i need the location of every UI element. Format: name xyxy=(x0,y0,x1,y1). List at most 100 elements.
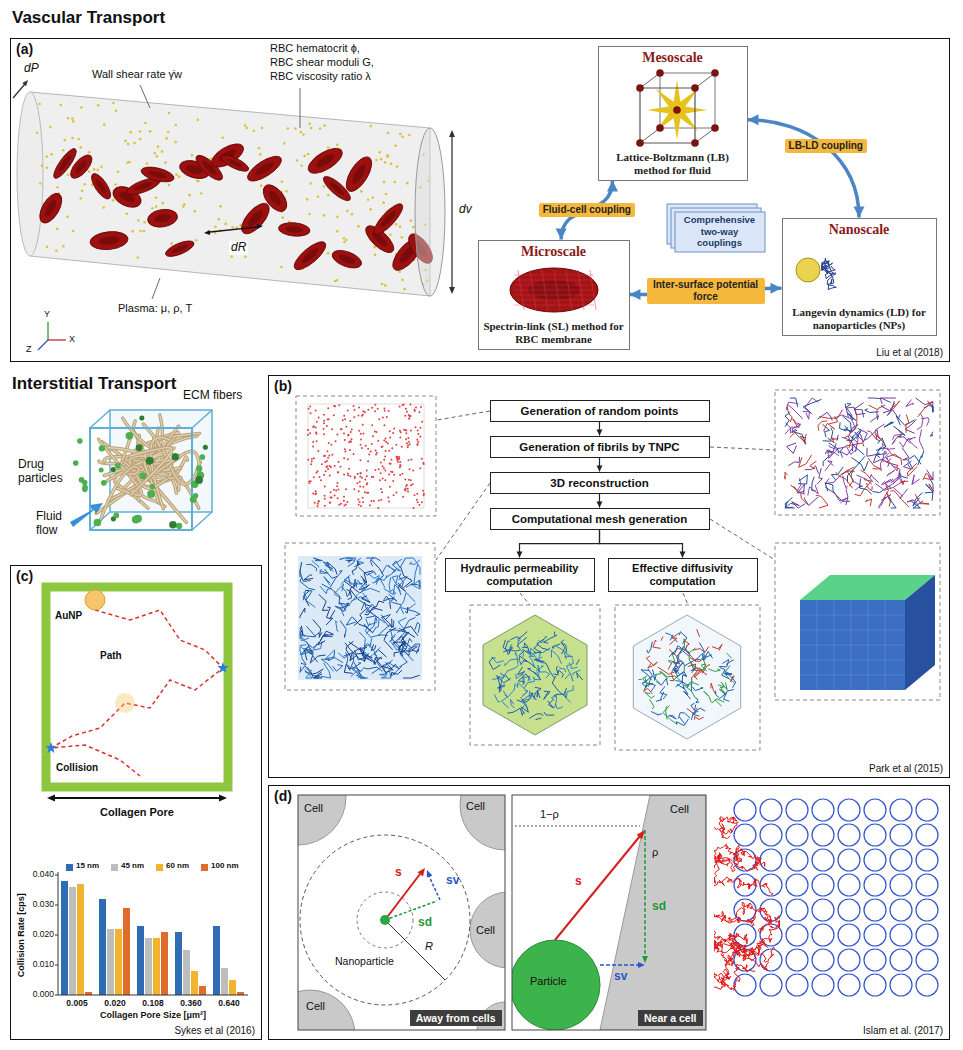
reconstructed-network xyxy=(306,626,319,636)
random-points xyxy=(329,502,331,504)
random-points xyxy=(389,436,391,438)
random-points xyxy=(324,461,326,463)
random-points xyxy=(377,408,379,410)
drug-particle xyxy=(139,415,144,420)
nanoparticle-dot xyxy=(146,162,149,165)
random-points xyxy=(348,468,350,470)
random-points xyxy=(346,501,348,503)
cell xyxy=(864,899,886,921)
permeability-result xyxy=(524,643,528,648)
random-points xyxy=(357,415,359,417)
nanoparticle-dot xyxy=(156,155,159,158)
reconstructed-network xyxy=(322,584,340,605)
red-blood-cell xyxy=(328,180,346,196)
reconstructed-network xyxy=(359,567,376,575)
cell xyxy=(760,799,782,821)
bar xyxy=(69,887,76,995)
collagen-pore xyxy=(46,587,228,787)
reconstructed-network xyxy=(328,651,334,661)
random-points xyxy=(345,426,347,428)
nanoparticle-dot xyxy=(112,199,115,202)
connector xyxy=(556,229,567,240)
red-blood-cell xyxy=(341,153,376,195)
diffusivity-result xyxy=(651,712,662,715)
bar xyxy=(145,938,152,995)
reconstructed-network xyxy=(381,671,390,678)
random-points xyxy=(412,483,414,485)
red-blood-cell xyxy=(246,208,265,229)
vector-label: sv xyxy=(614,970,627,984)
parameter-label: RBC shear moduli G, xyxy=(270,56,374,69)
box-text: Away from cells xyxy=(416,1012,496,1024)
random-points xyxy=(343,433,345,435)
random-points xyxy=(387,442,389,444)
ecm-cube xyxy=(70,410,212,530)
reconstructed-network xyxy=(306,564,316,571)
red-blood-cell xyxy=(94,178,107,194)
nanoparticle-dot xyxy=(194,210,197,213)
diffusivity-result xyxy=(645,692,655,698)
fibril-network xyxy=(925,484,933,493)
red-blood-cell xyxy=(89,230,129,252)
nanoparticle-dot xyxy=(168,184,171,187)
annotation: Particle xyxy=(530,975,567,988)
random-points xyxy=(387,496,389,498)
permeability-result xyxy=(503,650,520,652)
diffusivity-result xyxy=(721,682,727,690)
cell xyxy=(890,949,912,971)
reconstructed-network xyxy=(388,565,397,573)
bar xyxy=(123,908,130,995)
nanoparticle-dot xyxy=(49,126,52,129)
scale-heading: Mesoscale xyxy=(642,50,703,66)
reconstructed-network xyxy=(346,641,353,658)
random-points xyxy=(347,458,349,460)
legend-text: 60 nm xyxy=(166,861,189,870)
dimension-arrow xyxy=(257,224,263,229)
nanoparticle-dot xyxy=(399,133,402,136)
tick-label: 0.020 xyxy=(33,930,54,940)
cell xyxy=(864,874,886,896)
fibril-network xyxy=(818,421,827,431)
random-points xyxy=(395,444,397,446)
nanoparticle-dot xyxy=(66,215,69,218)
fibril-network xyxy=(905,419,916,433)
cell xyxy=(786,924,808,946)
reconstructed-network xyxy=(377,619,385,628)
random-points xyxy=(333,489,335,491)
permeability-result xyxy=(540,672,550,678)
bar xyxy=(221,968,228,995)
bar xyxy=(99,899,106,995)
coupling-tag: Inter-surface potential force xyxy=(647,278,765,304)
cell xyxy=(812,824,834,846)
box-text: Langevin dynamics (LD) for nanoparticles… xyxy=(787,306,932,331)
random-points xyxy=(390,459,392,461)
random-points xyxy=(399,461,401,463)
diffusivity-result xyxy=(691,703,696,710)
permeability-result xyxy=(489,657,500,669)
random-points xyxy=(384,469,386,471)
cell xyxy=(812,924,834,946)
mesh-cube xyxy=(851,600,852,690)
collagen-pore xyxy=(54,797,220,799)
diffusivity-result xyxy=(668,716,676,720)
nanoparticle-dot xyxy=(36,132,39,135)
random-points xyxy=(328,442,330,444)
leader-line xyxy=(140,85,150,108)
random-points xyxy=(373,500,375,502)
nanoparticle-dot xyxy=(400,236,403,239)
fibril-network xyxy=(900,480,908,484)
fibril-network xyxy=(787,443,797,454)
method-box: NanoscaleLangevin dynamics (LD) for nano… xyxy=(782,218,937,336)
blood-vessel xyxy=(415,128,445,296)
image-frame xyxy=(775,390,940,515)
nanoparticle-dot xyxy=(195,239,198,242)
bar xyxy=(161,932,168,995)
ecm-fiber xyxy=(129,448,171,495)
fibril-network xyxy=(920,429,924,449)
random-points xyxy=(347,472,349,474)
red-blood-cell xyxy=(74,159,89,175)
red-blood-cell xyxy=(57,154,72,173)
diffusivity-result xyxy=(719,660,729,667)
bar-chart xyxy=(58,995,248,996)
